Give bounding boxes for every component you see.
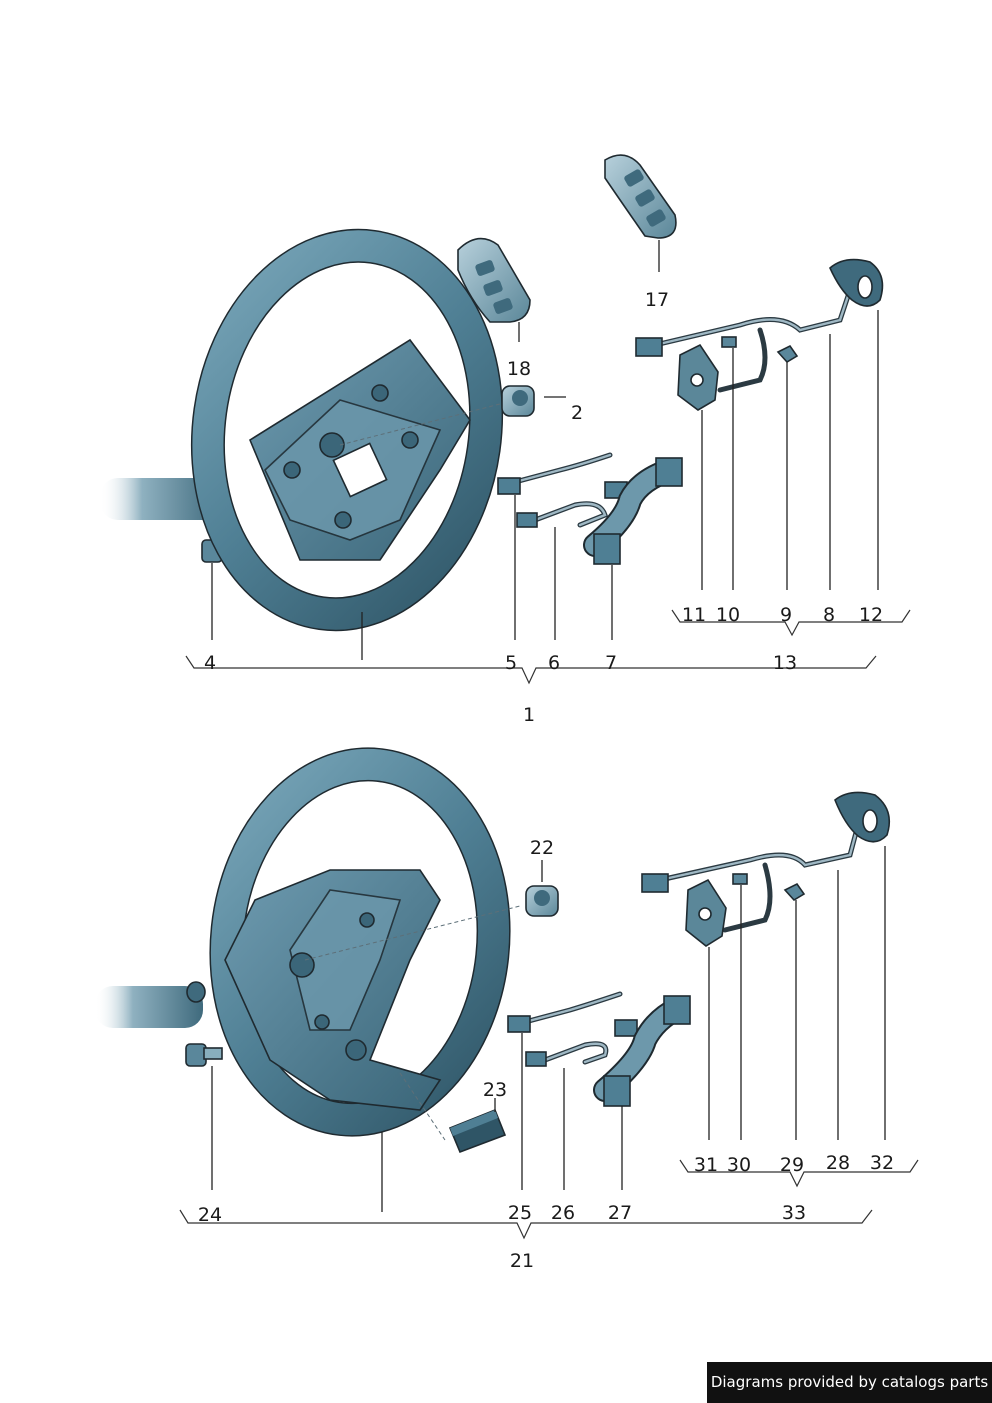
callout-label: 23 — [483, 1079, 507, 1101]
callout-label: 13 — [773, 652, 797, 674]
callout-label: 21 — [510, 1250, 534, 1272]
switch-harness-group — [641, 791, 891, 947]
lower-callouts: 21 22 23 24 25 26 27 28 29 30 31 32 33 — [198, 837, 894, 1272]
callout-label: 2 — [571, 402, 583, 424]
centre-nut — [501, 385, 535, 417]
callout-label: 7 — [605, 652, 617, 674]
callout-label: 24 — [198, 1204, 222, 1226]
callout-label: 22 — [530, 837, 554, 859]
brace-13 — [671, 609, 911, 637]
brace-33 — [679, 1159, 919, 1188]
centre-nut — [525, 885, 559, 917]
callout-label: 11 — [682, 604, 706, 626]
steering-column-shaft — [95, 981, 206, 1028]
callout-label: 17 — [645, 289, 669, 311]
callout-label: 31 — [694, 1154, 718, 1176]
callout-label: 32 — [870, 1152, 894, 1174]
wiring-harness-5-6 — [497, 452, 628, 528]
upper-leader-lines — [211, 240, 879, 660]
brace-1 — [185, 655, 877, 685]
callout-label: 4 — [204, 652, 216, 674]
callout-label: 6 — [548, 652, 560, 674]
callout-label: 27 — [608, 1202, 632, 1224]
callout-label: 30 — [727, 1154, 751, 1176]
ribbon-cable — [593, 995, 691, 1107]
callout-label: 28 — [826, 1152, 850, 1174]
callout-label: 26 — [551, 1202, 575, 1224]
callout-label: 8 — [823, 604, 835, 626]
callout-label: 10 — [716, 604, 740, 626]
upper-callouts: 1 2 4 5 6 7 8 9 10 11 12 13 17 18 — [204, 289, 883, 726]
wiring-harness-25-26 — [507, 991, 638, 1067]
callout-label: 25 — [508, 1202, 532, 1224]
control-module — [448, 1108, 507, 1154]
hub-bolt — [185, 1043, 223, 1067]
callout-label: 29 — [780, 1154, 804, 1176]
button-pad-left — [457, 237, 531, 323]
switch-harness-group — [635, 258, 884, 411]
credit-banner: Diagrams provided by catalogs parts — [707, 1362, 992, 1403]
callout-label: 1 — [523, 704, 535, 726]
callout-label: 12 — [859, 604, 883, 626]
upper-assembly: 1 2 4 5 6 7 8 9 10 11 12 13 17 18 — [100, 154, 911, 726]
lower-assembly: 21 22 23 24 25 26 27 28 29 30 31 32 33 — [95, 747, 919, 1272]
steering-wheel-upper — [190, 228, 504, 632]
lower-leader-lines — [211, 846, 886, 1212]
steering-wheel-lower — [209, 747, 521, 1141]
button-pad-right — [604, 154, 677, 239]
callout-label: 5 — [505, 652, 517, 674]
callout-label: 9 — [780, 604, 792, 626]
callout-label: 18 — [507, 358, 531, 380]
ribbon-cable — [583, 457, 683, 565]
brace-21 — [179, 1209, 873, 1240]
callout-label: 33 — [782, 1202, 806, 1224]
